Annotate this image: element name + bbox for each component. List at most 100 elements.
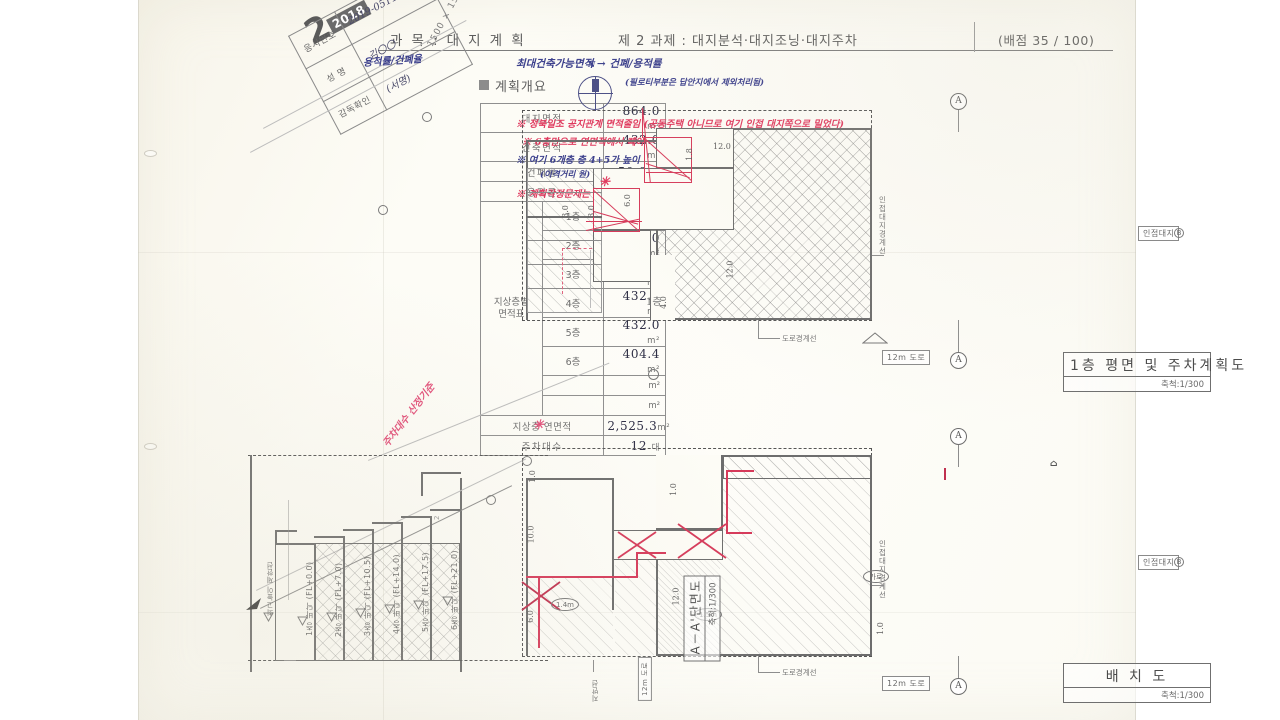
dimension: 1.8	[684, 148, 694, 161]
floor-level-label: 4층 바닥 (FL+14.0)	[392, 554, 401, 634]
red-asterisk: ✳	[599, 175, 610, 190]
grommet-icon	[422, 112, 432, 122]
parking-bay-line	[527, 192, 602, 193]
parking-bay-line	[527, 264, 602, 265]
side-step	[275, 530, 277, 544]
car-symbol: ⌂	[1050, 459, 1058, 469]
annotation-compass-note: (필로티부분은 답안지에서 제외처리됨)	[625, 78, 765, 88]
floor-group-line2: 면적표	[498, 308, 525, 320]
section-mark-top: A	[950, 93, 967, 110]
roof-strip	[723, 455, 872, 479]
section-mark-top: A	[950, 428, 967, 445]
floor-level-label: 2층 바닥 (FL+7.0)	[334, 562, 343, 637]
zone-label-a: 1.4m	[551, 598, 579, 611]
section-hatch	[314, 544, 459, 660]
red-line-h	[726, 532, 752, 534]
total-value: 2,525.3m²	[603, 415, 670, 436]
section-mark-bottom: A	[950, 678, 967, 695]
table-row-total: 지상층 연면적 2,525.3m²	[479, 415, 670, 436]
overview-title: 계획개요	[495, 80, 547, 95]
section-right-edge	[460, 478, 462, 672]
height-note: 최고높이 제한선	[266, 561, 274, 616]
road-tag: 12m 도로	[637, 657, 652, 701]
elevation-marker-icon	[263, 612, 274, 622]
roof-step	[430, 509, 461, 511]
floor-divider	[343, 536, 345, 661]
dim-note: 2	[433, 515, 441, 520]
table-row-parking: 주차대수 12 대	[479, 435, 666, 456]
elevation-marker-icon	[384, 604, 395, 614]
courtyard-notch	[656, 455, 723, 530]
roof-step	[401, 516, 431, 518]
fold-line	[383, 0, 384, 720]
adjacent-lot-boundary-label: 인접대지경계선	[878, 540, 887, 600]
zone-label-b: 가로	[863, 570, 889, 583]
dimension: 12.0	[713, 142, 731, 151]
floor-divider	[314, 543, 316, 661]
dimension: 12.0	[725, 260, 735, 279]
leader-line	[758, 320, 759, 338]
leader-line	[758, 656, 759, 672]
annotation-blue-top-mid: 최대건축가능면적 → 건폐/용적률	[516, 58, 662, 70]
adjacent-lot-symbol-icon: B	[1174, 557, 1184, 567]
floor-label: 6층	[541, 346, 605, 376]
scale-text: 축척:1/300	[1161, 691, 1204, 701]
row-value: 864.0 m²	[603, 103, 666, 133]
title-block-section: A－A'단면도 축척:1/300	[683, 575, 721, 662]
roof-step	[343, 529, 373, 531]
scale-text: 축척:1/300	[1161, 380, 1204, 390]
scale-text: 축척:1/300	[708, 582, 719, 626]
red-mark	[944, 468, 946, 480]
id-field-label-1: 성 명	[325, 66, 349, 86]
section-line	[958, 656, 959, 678]
header-divider	[974, 22, 975, 52]
dim-line	[288, 500, 289, 600]
check-circle-icon	[648, 369, 659, 380]
dimension: 1.0	[527, 470, 537, 483]
side-step	[275, 530, 297, 532]
road-label: 12m 도로	[882, 350, 931, 365]
parapet-edge	[421, 472, 423, 496]
title-text: 1층 평면 및 주차계획도	[1064, 353, 1244, 377]
red-line	[646, 172, 692, 174]
site-boundary-top	[522, 110, 872, 111]
parking-divider	[527, 216, 602, 218]
parapet-line	[421, 472, 461, 474]
site-boundary-bottom	[522, 320, 872, 321]
dimension: 3.0	[560, 205, 570, 218]
red-line-v	[726, 470, 728, 532]
mass-edge-top	[526, 478, 614, 480]
floor-divider	[372, 529, 374, 661]
annotation-blue-3: ※ 여기 6개층 층 4+5가 높이	[516, 155, 640, 166]
level-marker-icon	[862, 332, 888, 344]
arrow-shaft	[590, 250, 591, 308]
bullet-square-icon	[479, 80, 489, 90]
section-line	[958, 320, 959, 352]
leader-line	[758, 338, 780, 339]
elevation-marker-icon	[326, 612, 337, 622]
dimension: 3.0	[586, 205, 596, 218]
hole-punch	[144, 150, 157, 157]
red-correction-mid	[593, 188, 640, 232]
leader-line	[872, 585, 884, 586]
section-mark-bottom: A	[950, 352, 967, 369]
node-marker-icon	[486, 495, 496, 505]
annotation-red-1: ※ 정북일조 공지관계 면적줄임 (공동주택 아니므로 여기 인접 대지쪽으로 …	[516, 119, 844, 130]
table-row: 대지면적 864.0 m²	[479, 103, 666, 133]
red-route-v	[538, 576, 540, 648]
road-label: 12m 도로	[882, 676, 931, 691]
site-boundary-left	[522, 110, 523, 320]
section-body	[275, 543, 460, 661]
annotation-pink-diagonal: 주차대수 산정기준	[381, 381, 438, 450]
id-field-label-0: 응시번호	[302, 29, 339, 56]
fold-line-h2	[138, 612, 1136, 613]
red-route-h	[526, 576, 638, 578]
dimension: 1.0	[668, 483, 678, 496]
floor-level-label: 6층 바닥 (FL+21.0)	[450, 550, 459, 630]
section-line	[958, 110, 959, 132]
parking-bay-line	[527, 240, 602, 241]
node-marker-icon	[522, 456, 532, 466]
roof-step	[372, 522, 402, 524]
task-title: 제 2 과제 : 대지분석·대지조닝·대지주차	[618, 34, 858, 49]
adjacent-lot-symbol-icon: B	[1174, 228, 1184, 238]
